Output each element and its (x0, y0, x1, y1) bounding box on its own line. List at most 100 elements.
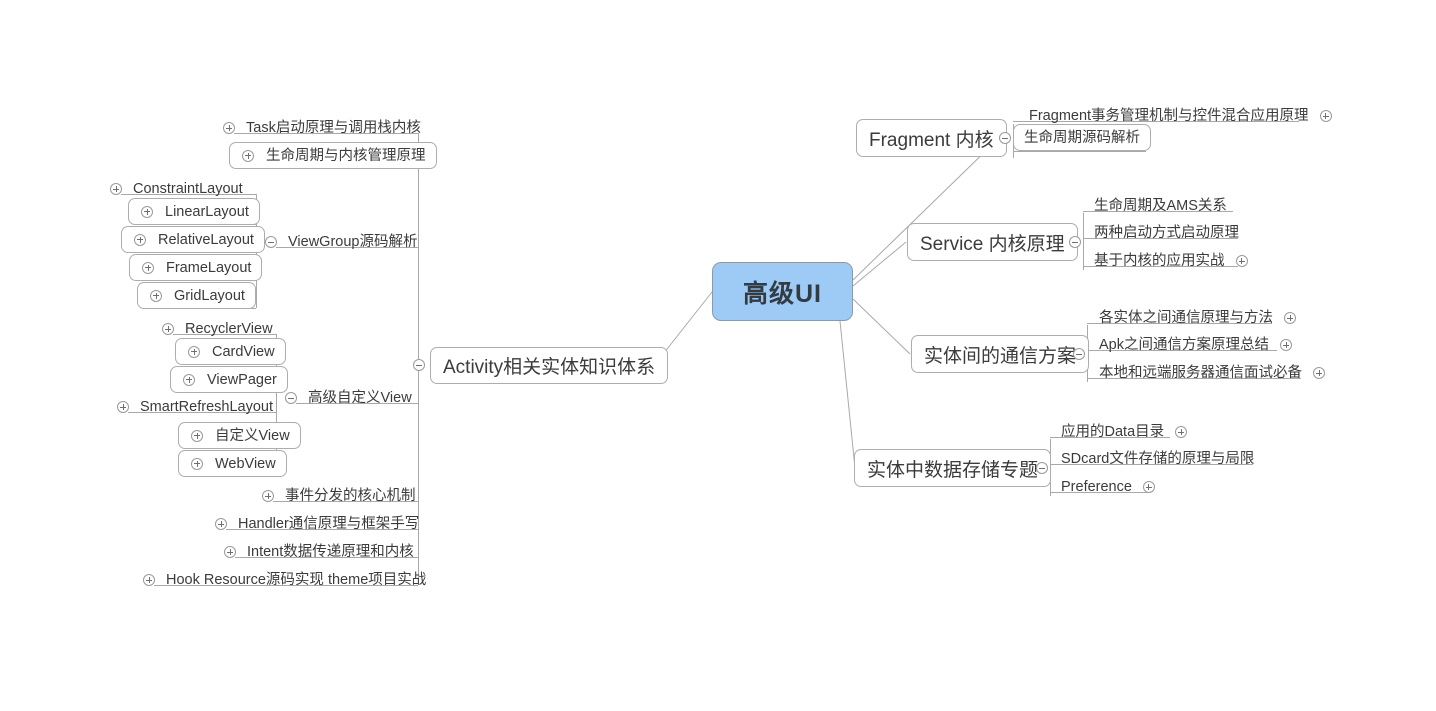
leaf-relativelayout[interactable]: RelativeLayout (121, 226, 265, 253)
collapse-icon-fragment[interactable] (999, 132, 1011, 144)
leaf-fragment-transaction[interactable]: Fragment事务管理机制与控件混合应用原理 (1025, 103, 1339, 129)
expand-icon-event-dispatch[interactable] (262, 490, 274, 502)
expand-icon-service-kernel-practice[interactable] (1235, 255, 1248, 267)
leaf-underline (1050, 492, 1147, 493)
leaf-preference[interactable]: Preference (1057, 474, 1162, 500)
leaf-constraintlayout[interactable]: ConstraintLayout (103, 176, 247, 202)
leaf-underline (1083, 211, 1233, 212)
branch-node-service[interactable]: Service 内核原理 (907, 223, 1078, 261)
leaf-underline (235, 557, 418, 558)
leaf-handler[interactable]: Handler通信原理与框架手写 (208, 511, 423, 537)
root-node[interactable]: 高级UI (712, 262, 853, 321)
leaf-webview[interactable]: WebView (178, 450, 287, 477)
expand-icon-intent[interactable] (224, 546, 236, 558)
leaf-recyclerview[interactable]: RecyclerView (155, 316, 277, 342)
leaf-label: 两种启动方式启动原理 (1094, 225, 1239, 241)
branch-node-storage[interactable]: 实体中数据存储专题 (854, 449, 1052, 487)
leaf-underline (1013, 121, 1299, 122)
expand-icon-smartrefreshlayout[interactable] (117, 401, 129, 413)
branch-node-fragment[interactable]: Fragment 内核 (856, 119, 1007, 157)
expand-icon-fragment-transaction[interactable] (1319, 110, 1332, 122)
collapse-icon-activity[interactable] (413, 359, 425, 371)
collapse-icon-advanced-customview[interactable] (285, 392, 297, 404)
leaf-label: ViewGroup源码解析 (288, 234, 418, 250)
leaf-label: Intent数据传递原理和内核 (247, 544, 414, 560)
leaf-label: 生命周期及AMS关系 (1094, 198, 1227, 214)
leaf-label: Task启动原理与调用栈内核 (246, 120, 421, 136)
leaf-underline (226, 529, 418, 530)
leaf-underline (1083, 266, 1238, 267)
collapse-icon-viewgroup-source[interactable] (265, 236, 277, 248)
expand-icon-relativelayout[interactable] (134, 233, 146, 246)
leaf-label: Fragment事务管理机制与控件混合应用原理 (1029, 108, 1309, 124)
leaf-underline (1087, 378, 1301, 379)
expand-icon-lifecycle-kernel[interactable] (242, 149, 254, 162)
leaf-viewgroup-source[interactable]: ViewGroup源码解析 (258, 229, 421, 255)
leaf-label: Hook Resource源码实现 theme项目实战 (166, 572, 427, 588)
expand-icon-viewpager[interactable] (183, 373, 195, 386)
collapse-icon-storage[interactable] (1036, 462, 1048, 474)
leaf-label: FrameLayout (166, 259, 252, 276)
leaf-underline (1013, 151, 1146, 152)
leaf-fragment-lifecycle-source[interactable]: 生命周期源码解析 (1013, 124, 1151, 151)
leaf-custom-view[interactable]: 自定义View (178, 422, 301, 449)
leaf-linearlayout[interactable]: LinearLayout (128, 198, 260, 225)
leaf-service-lifecycle-ams[interactable]: 生命周期及AMS关系 (1090, 193, 1231, 219)
leaf-advanced-customview[interactable]: 高级自定义View (278, 385, 416, 411)
trunk-line-customview (276, 334, 277, 477)
expand-icon-task-startup[interactable] (223, 122, 235, 134)
leaf-cardview[interactable]: CardView (175, 338, 286, 365)
expand-icon-custom-view[interactable] (191, 429, 203, 442)
leaf-label: ConstraintLayout (133, 181, 243, 197)
leaf-underline (234, 133, 418, 134)
leaf-underline (121, 194, 256, 195)
root-node-label: 高级UI (742, 279, 822, 308)
expand-icon-recyclerview[interactable] (162, 323, 174, 335)
leaf-framelayout[interactable]: FrameLayout (129, 254, 263, 281)
expand-icon-preference[interactable] (1142, 481, 1155, 493)
expand-icon-hook-resource[interactable] (143, 574, 155, 586)
leaf-service-kernel-practice[interactable]: 基于内核的应用实战 (1090, 248, 1255, 274)
expand-icon-remote-server-communication[interactable] (1313, 367, 1325, 379)
branch-node-service-label: Service 内核原理 (920, 233, 1065, 255)
leaf-label: WebView (215, 455, 276, 472)
branch-node-fragment-label: Fragment 内核 (869, 129, 994, 151)
expand-icon-app-data-dir[interactable] (1175, 426, 1188, 438)
leaf-label: 自定义View (215, 427, 290, 444)
expand-icon-linearlayout[interactable] (141, 205, 153, 218)
leaf-app-data-dir[interactable]: 应用的Data目录 (1057, 419, 1194, 445)
branch-node-communication[interactable]: 实体间的通信方案 (911, 335, 1090, 373)
expand-icon-gridlayout[interactable] (150, 289, 162, 302)
leaf-event-dispatch[interactable]: 事件分发的核心机制 (255, 483, 420, 509)
leaf-apk-communication[interactable]: Apk之间通信方案原理总结 (1095, 332, 1299, 358)
leaf-label: Handler通信原理与框架手写 (238, 516, 420, 532)
leaf-smartrefreshlayout[interactable]: SmartRefreshLayout (110, 394, 277, 420)
expand-icon-apk-communication[interactable] (1280, 339, 1292, 351)
branch-node-storage-label: 实体中数据存储专题 (867, 459, 1039, 481)
expand-icon-handler[interactable] (215, 518, 227, 530)
expand-icon-webview[interactable] (191, 457, 203, 470)
expand-icon-cardview[interactable] (188, 345, 200, 358)
branch-node-activity[interactable]: Activity相关实体知识体系 (430, 347, 669, 384)
leaf-task-startup[interactable]: Task启动原理与调用栈内核 (216, 115, 425, 141)
leaf-lifecycle-kernel[interactable]: 生命周期与内核管理原理 (229, 142, 437, 169)
leaf-hook-resource[interactable]: Hook Resource源码实现 theme项目实战 (136, 567, 430, 593)
leaf-entity-communication[interactable]: 各实体之间通信原理与方法 (1095, 305, 1303, 331)
leaf-underline (154, 585, 418, 586)
leaf-intent[interactable]: Intent数据传递原理和内核 (217, 539, 418, 565)
expand-icon-entity-communication[interactable] (1284, 312, 1296, 324)
collapse-icon-service[interactable] (1069, 236, 1081, 248)
leaf-service-two-start-modes[interactable]: 两种启动方式启动原理 (1090, 220, 1243, 246)
leaf-label: SDcard文件存储的原理与局限 (1061, 451, 1255, 467)
expand-icon-framelayout[interactable] (142, 261, 154, 274)
leaf-label: Apk之间通信方案原理总结 (1099, 337, 1269, 353)
leaf-label: ViewPager (207, 371, 277, 388)
expand-icon-constraintlayout[interactable] (110, 183, 122, 195)
leaf-viewpager[interactable]: ViewPager (170, 366, 288, 393)
leaf-sdcard-storage[interactable]: SDcard文件存储的原理与局限 (1057, 446, 1258, 472)
collapse-icon-communication[interactable] (1073, 348, 1085, 360)
leaf-label: GridLayout (174, 287, 245, 304)
leaf-remote-server-communication[interactable]: 本地和远端服务器通信面试必备 (1095, 360, 1332, 386)
leaf-gridlayout[interactable]: GridLayout (137, 282, 256, 309)
